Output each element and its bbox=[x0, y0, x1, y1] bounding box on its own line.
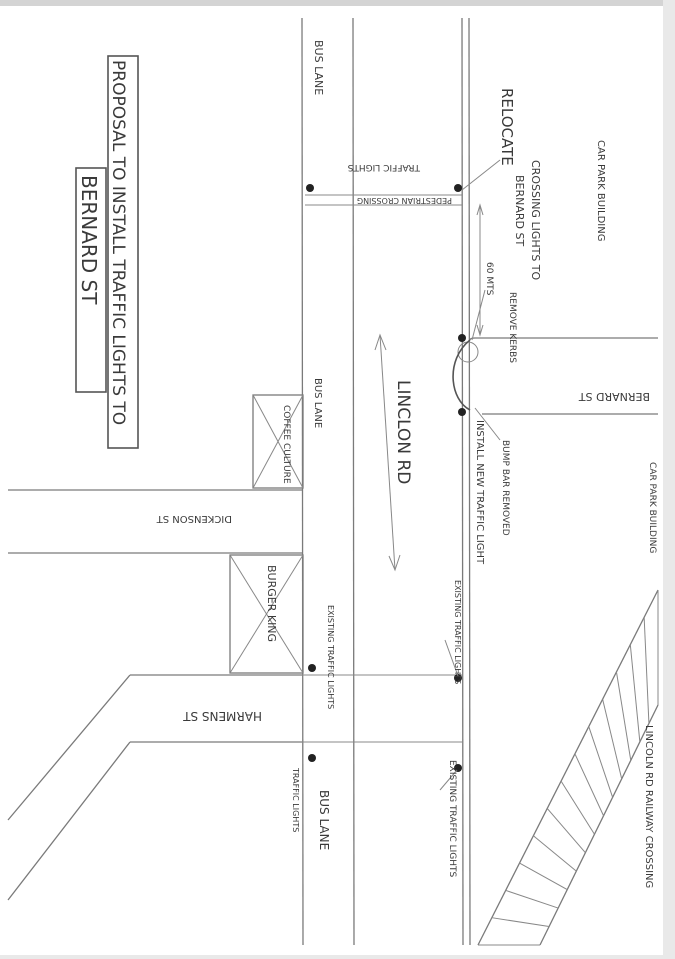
traffic-light-harmens-right bbox=[454, 674, 462, 682]
rail-tie bbox=[629, 644, 641, 742]
traffic-light-bernard-1 bbox=[458, 334, 466, 342]
railway-crossing-label: LINCOLN RD RAILWAY CROSSING bbox=[643, 725, 654, 888]
rail-tie bbox=[574, 753, 604, 816]
burger-king-building bbox=[229, 554, 304, 674]
pedestrian-crossing-label: PEDESTRIAN CROSSING bbox=[357, 196, 452, 205]
direction-arrow bbox=[379, 334, 396, 571]
bus-lane-label-top: BUS LANE bbox=[312, 40, 325, 95]
existing-traffic-lights-label-1: EXISTING TRAFFIC LIGHTS bbox=[326, 605, 335, 709]
title-line2: BERNARD ST bbox=[77, 175, 101, 305]
coffee-culture-building bbox=[252, 394, 304, 489]
rail-tie bbox=[602, 699, 623, 779]
harmens-st-label: HARMENS ST bbox=[182, 709, 262, 723]
rail-tie bbox=[519, 862, 568, 891]
railway-crossing bbox=[477, 589, 659, 946]
car-park-building-top-label: CAR PARK BUILDING bbox=[595, 140, 606, 241]
bernard-st-small-label: BERNARD ST bbox=[513, 175, 526, 246]
paper-page: PROPOSAL TO INSTALL TRAFFIC LIGHTS TO BE… bbox=[0, 6, 663, 955]
dickenson-street bbox=[8, 489, 302, 554]
lincoln-road bbox=[301, 17, 471, 946]
text-labels: PROPOSAL TO INSTALL TRAFFIC LIGHTS TO BE… bbox=[77, 40, 657, 888]
distance-label: 60 MTS bbox=[484, 262, 494, 296]
lincoln-rd-label: LINCLON RD bbox=[393, 380, 413, 484]
rail-tie bbox=[505, 889, 559, 909]
bernard-street bbox=[452, 337, 658, 415]
remove-kerbs-label: REMOVE KERBS bbox=[507, 292, 517, 363]
crossing-lights-to-label: CROSSING LIGHTS TO bbox=[529, 160, 542, 281]
traffic-light-lower-left bbox=[308, 754, 316, 762]
traffic-lights-small-label: TRAFFIC LIGHTS bbox=[291, 767, 300, 832]
bump-bar-removed-label: BUMP BAR REMOVED bbox=[500, 440, 510, 536]
kerb-removal-curve bbox=[452, 339, 471, 411]
rail-tie bbox=[560, 780, 595, 835]
page-top-bar bbox=[0, 0, 663, 6]
dickenson-st-label: DICKENSON ST bbox=[156, 513, 232, 524]
bus-lane-label-bottom: BUS LANE bbox=[317, 790, 331, 850]
traffic-light-harmens-left bbox=[308, 664, 316, 672]
existing-traffic-lights-label-2: EXISTING TRAFFIC LIGHTS bbox=[453, 580, 462, 684]
traffic-light-bernard-2 bbox=[458, 408, 466, 416]
harmens-street bbox=[7, 674, 462, 901]
rail-tie bbox=[533, 835, 577, 872]
relocate-label: RELOCATE bbox=[498, 88, 516, 166]
title-box bbox=[75, 55, 139, 449]
street-sketch: PROPOSAL TO INSTALL TRAFFIC LIGHTS TO BE… bbox=[7, 17, 659, 946]
traffic-light-ped-left bbox=[306, 184, 314, 192]
bus-lane-label-mid: BUS LANE bbox=[312, 378, 323, 428]
annotation-leaders bbox=[439, 159, 501, 791]
bernard-st-road-label: BERNARD ST bbox=[579, 390, 650, 403]
rail-tie bbox=[546, 808, 586, 854]
car-park-building-right-label: CAR PARK BUILDING bbox=[647, 462, 657, 553]
rail-tie bbox=[491, 917, 550, 928]
traffic-lights-label: TRAFFIC LIGHTS bbox=[347, 162, 421, 172]
install-new-traffic-light-label: INSTALL NEW TRAFFIC LIGHT bbox=[474, 420, 485, 565]
traffic-light-markers bbox=[306, 184, 466, 772]
rail-tie bbox=[615, 671, 632, 761]
traffic-light-ped-right bbox=[454, 184, 462, 192]
existing-traffic-lights-label-3: EXISTING TRAFFIC LIGHTS bbox=[447, 760, 457, 878]
rail-tie bbox=[588, 726, 614, 798]
title-line1: PROPOSAL TO INSTALL TRAFFIC LIGHTS TO bbox=[108, 60, 128, 425]
traffic-light-lower-right bbox=[454, 764, 462, 772]
rail-tie bbox=[643, 617, 650, 724]
coffee-culture-label: COFFEE CULTURE bbox=[281, 405, 291, 484]
burger-king-label: BURGER KING bbox=[265, 565, 278, 642]
